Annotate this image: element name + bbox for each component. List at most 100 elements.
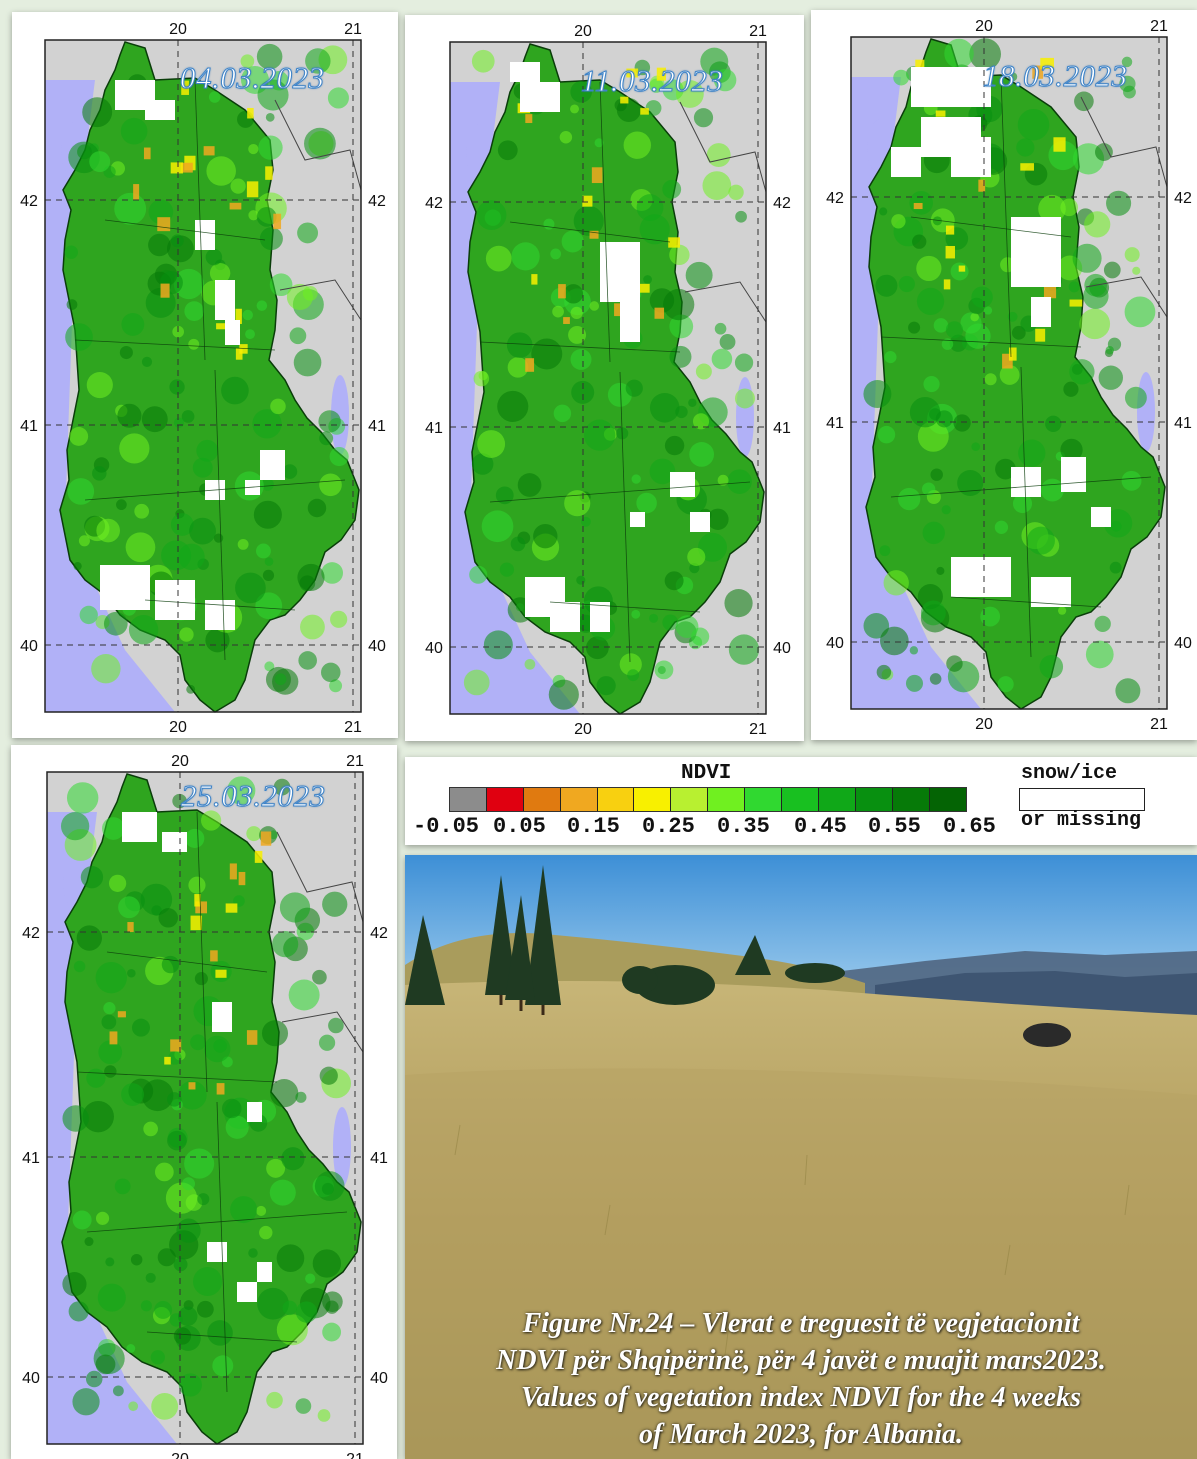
lat-tick-label: 42	[425, 195, 443, 212]
ndvi-texture-patch	[95, 961, 127, 994]
albania-ndvi	[60, 773, 362, 1445]
ndvi-low-patch	[133, 184, 140, 200]
ndvi-texture-patch	[932, 216, 942, 226]
district-border	[76, 1071, 278, 1083]
ndvi-low-patch	[265, 166, 273, 180]
ndvi-texture-patch	[883, 570, 909, 596]
ndvi-texture-patch	[971, 286, 993, 308]
legend-tick-label: -0.05	[413, 814, 480, 839]
ndvi-texture-patch	[177, 1080, 207, 1110]
ndvi-texture-patch	[568, 325, 587, 344]
ndvi-texture-patch	[325, 1300, 339, 1314]
caption-line: Figure Nr.24 – Vlerat e treguesit të veg…	[522, 1308, 1080, 1339]
ndvi-low-patch	[525, 114, 533, 124]
ndvi-texture-patch	[1040, 478, 1064, 502]
ndvi-low-patch	[235, 308, 242, 324]
ndvi-texture-patch	[279, 892, 311, 923]
ndvi-texture-patch	[909, 191, 934, 215]
ndvi-low-patch	[626, 68, 639, 78]
ndvi-texture-patch	[329, 446, 349, 467]
ndvi-texture-patch	[140, 1300, 152, 1312]
snow-missing-patch	[155, 580, 195, 620]
ndvi-texture-patch	[511, 242, 540, 271]
ndvi-texture-patch	[1124, 296, 1156, 328]
ndvi-texture-patch	[295, 1091, 307, 1103]
snow-missing-patch	[690, 512, 710, 532]
ndvi-texture-patch	[1017, 108, 1050, 141]
ndvi-texture-patch	[693, 108, 714, 128]
ndvi-texture-patch	[589, 301, 600, 311]
ndvi-texture-patch	[905, 674, 924, 692]
ndvi-texture-patch	[97, 1283, 126, 1312]
ndvi-texture-patch	[64, 245, 78, 259]
lat-tick-label: 41	[22, 1150, 40, 1167]
ndvi-texture-patch	[189, 517, 216, 545]
ndvi-texture-patch	[79, 605, 98, 625]
ndvi-texture-patch	[293, 348, 322, 377]
ndvi-texture-patch	[265, 112, 275, 122]
snow-missing-patch	[1061, 457, 1086, 492]
ndvi-texture-patch	[946, 655, 963, 672]
legend-tick-label: 0.15	[567, 814, 620, 839]
country-border	[274, 99, 362, 191]
ndvi-texture-patch	[735, 210, 747, 223]
ndvi-texture-patch	[1095, 143, 1113, 161]
ndvi-texture-patch	[476, 200, 507, 231]
legend-swatch	[560, 788, 598, 811]
albania-ndvi	[463, 43, 765, 715]
ndvi-texture-patch	[177, 1306, 198, 1326]
snow-missing-patch	[550, 602, 580, 632]
ndvi-texture-patch	[317, 1409, 331, 1422]
snow-missing-patch	[1031, 297, 1051, 327]
ndvi-texture-patch	[1008, 72, 1018, 82]
snow-missing-patch	[247, 1102, 262, 1122]
ndvi-texture-patch	[1016, 138, 1035, 157]
ndvi-texture-patch	[169, 379, 185, 395]
ndvi-texture-patch	[917, 420, 949, 452]
ndvi-texture-patch	[1060, 438, 1083, 462]
ndvi-texture-patch	[510, 536, 526, 552]
ndvi-texture-patch	[172, 793, 187, 809]
snow-missing-patch	[225, 320, 240, 345]
ndvi-texture-patch	[471, 453, 494, 475]
ndvi-texture-patch	[727, 469, 752, 494]
albania-outline	[61, 773, 362, 1445]
lon-tick-label: 20	[169, 719, 187, 736]
ndvi-texture-patch	[1060, 198, 1079, 217]
ndvi-low-patch	[913, 202, 923, 210]
ndvi-texture-patch	[184, 1148, 215, 1179]
ndvi-texture-patch	[194, 972, 208, 986]
district-border	[84, 479, 346, 501]
ndvi-texture-patch	[73, 562, 82, 571]
ndvi-texture-patch	[319, 431, 334, 446]
legend-swatch	[929, 788, 967, 811]
map-date-label: 18.03.2023	[983, 58, 1128, 94]
ndvi-texture-patch	[714, 322, 727, 335]
ndvi-texture-patch	[82, 1100, 114, 1133]
ndvi-texture-patch	[173, 1257, 188, 1272]
ndvi-texture-patch	[983, 306, 993, 315]
ndvi-low-patch	[654, 307, 665, 319]
district-border	[619, 371, 631, 663]
ndvi-texture-patch	[98, 1040, 123, 1065]
ndvi-texture-patch	[318, 1034, 336, 1051]
ndvi-texture-patch	[150, 1350, 165, 1365]
ndvi-texture-patch	[272, 931, 299, 958]
ndvi-texture-patch	[130, 1253, 143, 1266]
lon-tick-label: 20	[169, 21, 187, 38]
ndvi-texture-patch	[192, 457, 213, 478]
ndvi-texture-patch	[322, 1322, 342, 1342]
ndvi-low-patch	[225, 903, 238, 913]
ndvi-texture-patch	[941, 505, 951, 515]
ndvi-texture-patch	[1115, 678, 1141, 704]
ndvi-low-patch	[1053, 137, 1066, 152]
lon-tick-label: 20	[574, 721, 592, 738]
ndvi-texture-patch	[627, 669, 640, 682]
ndvi-low-patch	[656, 67, 666, 81]
ndvi-texture-patch	[909, 646, 919, 655]
ndvi-low-patch	[589, 230, 599, 239]
ndvi-texture-patch	[154, 1162, 174, 1182]
ndvi-texture-patch	[893, 69, 910, 86]
